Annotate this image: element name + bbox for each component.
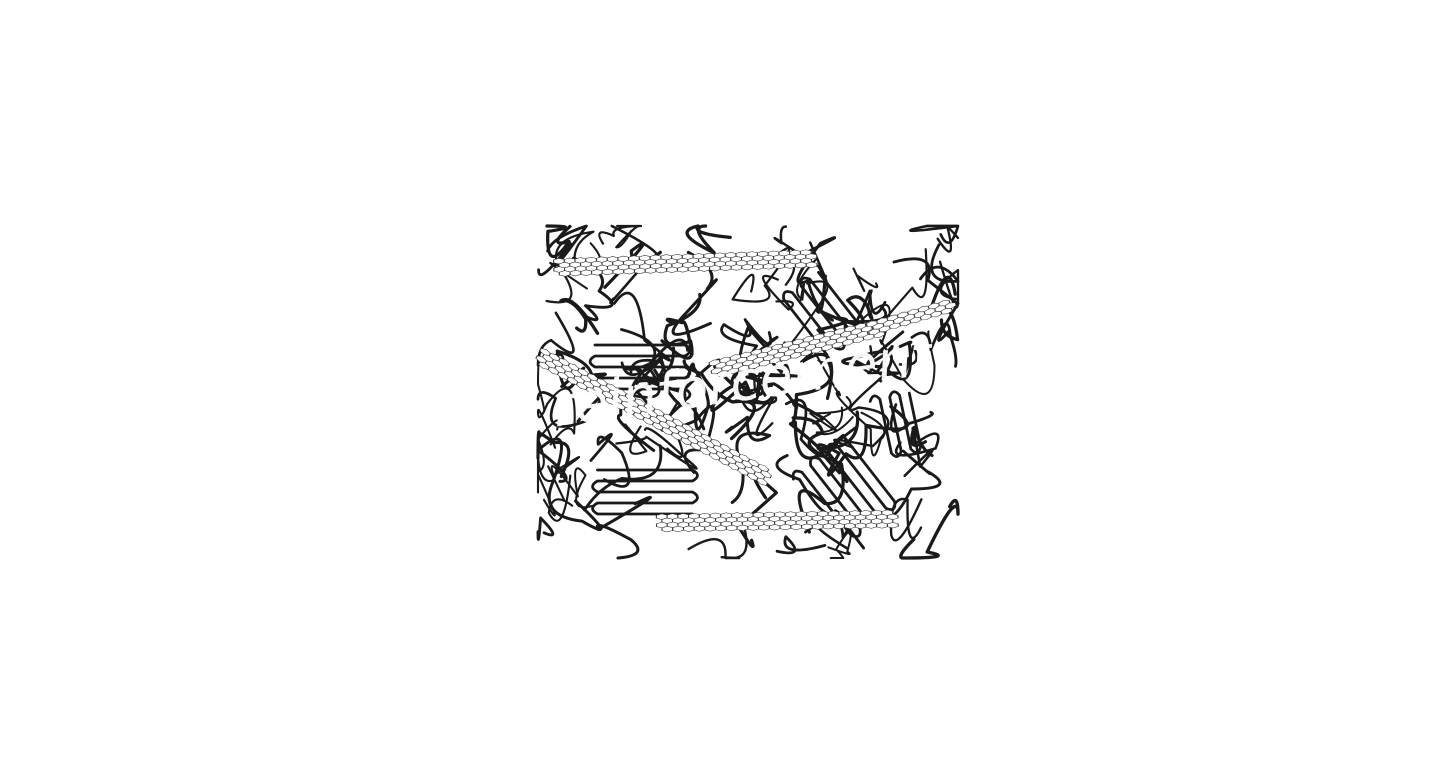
hexagon-cell — [940, 308, 953, 315]
hexagon-cell — [768, 524, 781, 531]
polymer-chain-icon — [653, 362, 710, 431]
polymer-chain-icon — [936, 224, 960, 253]
polymer-chain-icon — [788, 359, 834, 460]
polymer-chain-icon — [868, 390, 923, 458]
hexagon-cell — [811, 523, 824, 530]
polymer-chain-icon — [665, 317, 694, 357]
hexagon-cell — [747, 524, 760, 531]
polymer-chain-icon — [866, 330, 905, 373]
polymer-chain-icon — [862, 303, 936, 395]
polymer-chain-icon — [536, 516, 555, 541]
polymer-chain-icon — [536, 391, 590, 428]
polymer-chain-icon — [815, 406, 854, 436]
hexagon-cell — [822, 523, 835, 530]
polymer-chain-icon — [787, 236, 836, 322]
polymer-chain-icon — [595, 495, 652, 560]
polymer-chain-icon — [833, 371, 900, 449]
polymer-chain-icon — [775, 535, 827, 555]
hexagon-cell — [704, 525, 717, 532]
polymer-chain-icon — [615, 427, 698, 470]
hexagonal-sheet-icon — [655, 509, 899, 533]
polymer-chain-icon — [809, 395, 852, 432]
polymer-chain-icon — [736, 475, 778, 549]
hexagon-cell — [736, 524, 749, 531]
hexagon-cell — [790, 523, 803, 530]
polymer-chain-icon — [899, 498, 960, 560]
polymer-chain-icon — [710, 365, 766, 412]
polymer-chain-icon — [588, 343, 692, 402]
polymer-chain-icon — [791, 416, 845, 534]
polymer-chain-icon — [784, 398, 857, 458]
polymer-chain-icon — [889, 403, 934, 433]
polymer-chain-icon — [646, 346, 721, 394]
polymer-chain-icon — [852, 267, 879, 292]
polymer-chain-icon — [919, 243, 960, 283]
polymer-chain-icon — [583, 444, 663, 512]
polymer-chain-icon — [892, 257, 960, 368]
hexagonal-sheet-icon — [865, 299, 957, 335]
polymer-chain-icon — [536, 430, 571, 478]
polymer-chain-icon — [841, 340, 913, 383]
polymer-chain-icon — [559, 297, 600, 335]
hexagon-cell — [672, 525, 685, 533]
polymer-chain-icon — [624, 423, 648, 455]
polymer-chain-icon — [761, 274, 795, 311]
polymer-chain-icon — [909, 224, 960, 244]
polymer-chain-icon — [685, 224, 732, 255]
hexagonal-sheet-layer — [535, 249, 957, 533]
hexagon-cell — [682, 525, 695, 532]
polymer-chain-icon — [734, 394, 778, 437]
polymer-chain-icon — [816, 404, 909, 477]
polymer-chain-icon — [827, 530, 852, 560]
polymer-chain-icon — [724, 415, 772, 504]
polymer-chain-icon — [536, 311, 575, 375]
hexagonal-sheet-icon — [552, 249, 818, 277]
hexagon-cell — [833, 523, 846, 530]
polymer-chain-icon — [745, 363, 802, 394]
polymer-chain-icon — [882, 449, 942, 519]
hexagon-cell — [843, 522, 856, 530]
polymer-chain-icon — [545, 224, 572, 259]
polymer-chain-icon — [910, 425, 934, 458]
hexagon-cell — [854, 522, 867, 529]
hexagon-cell — [715, 525, 727, 532]
hexagon-cell — [725, 524, 738, 532]
polymer-chain-icon — [589, 433, 631, 488]
hexagon-cell — [757, 524, 770, 531]
hexagon-cell — [865, 522, 878, 529]
polymer-chain-icon — [620, 328, 660, 376]
polymer-chain-icon — [687, 517, 748, 560]
polymer-chain-icon — [615, 224, 641, 249]
hexagon-cell — [756, 477, 769, 486]
hexagon-cell — [779, 524, 792, 531]
polymer-chain-icon — [671, 250, 718, 336]
hexagon-cell — [886, 522, 899, 529]
hexagon-cell — [661, 526, 674, 533]
hexagon-cell — [876, 522, 889, 529]
hexagon-cell — [800, 523, 813, 530]
polymer-chain-icon — [545, 230, 595, 304]
hexagon-cell — [693, 525, 706, 532]
polymer-chain-icon — [550, 455, 594, 509]
hexagon-cell — [805, 261, 818, 268]
polymer-chain-icon — [536, 387, 576, 449]
polymer-chain-icon — [910, 322, 952, 352]
polymer-chain-icon — [547, 474, 574, 522]
hexagonal-sheet-icon — [535, 347, 772, 486]
